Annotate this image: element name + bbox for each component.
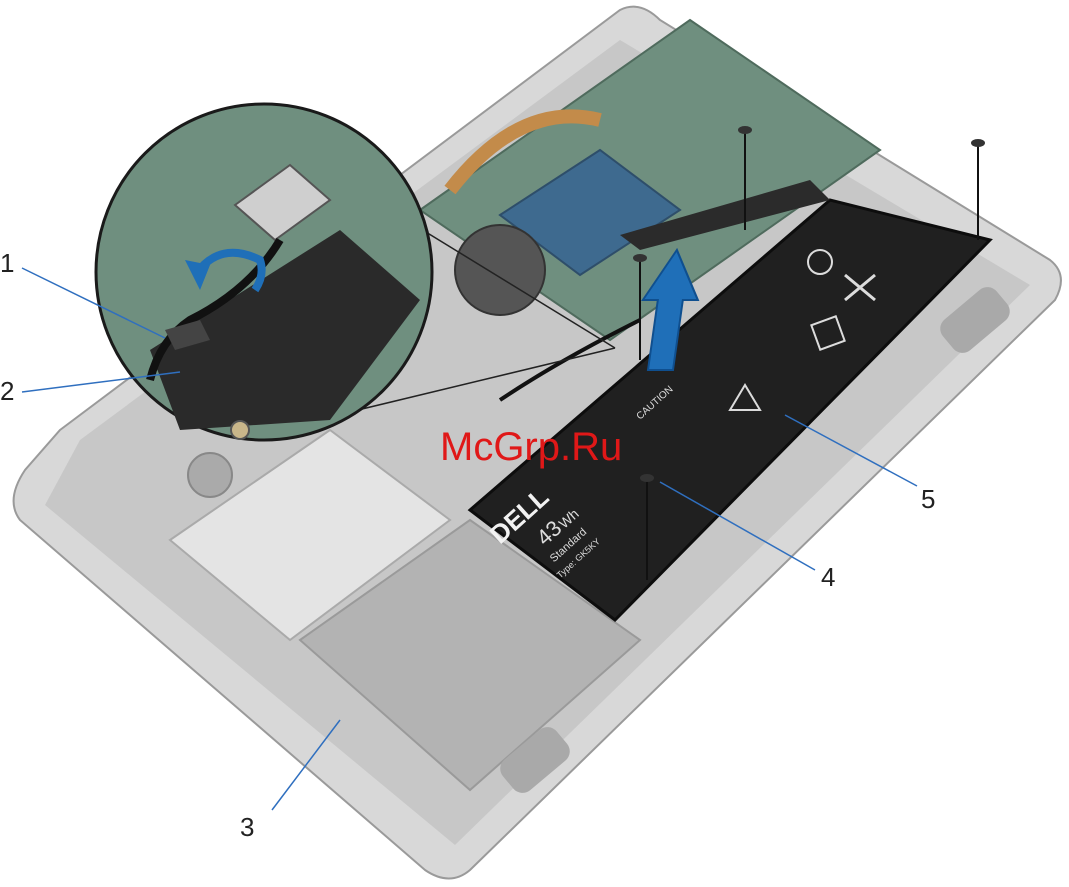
coin-cell-battery	[188, 453, 232, 497]
fan	[455, 225, 545, 315]
callout-1: 1	[0, 248, 14, 278]
callout-3: 3	[240, 812, 254, 842]
watermark: McGrp.Ru	[440, 425, 622, 469]
callout-5: 5	[921, 484, 935, 514]
callout-4: 4	[821, 562, 835, 592]
callout-2: 2	[0, 376, 14, 406]
